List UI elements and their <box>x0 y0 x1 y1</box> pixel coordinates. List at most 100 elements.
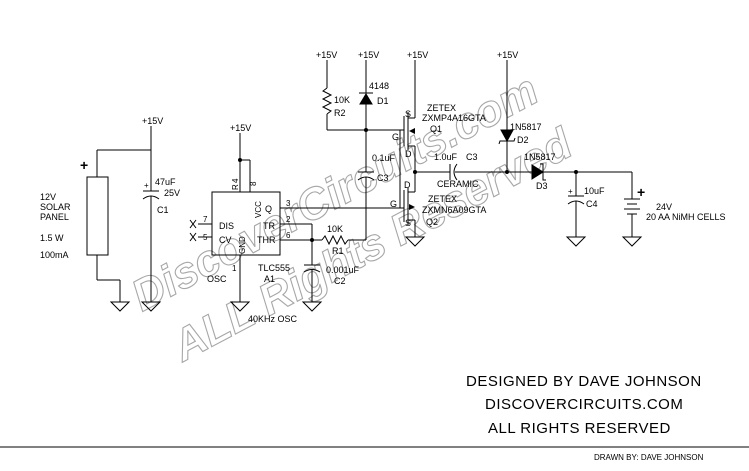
watermark: DiscoverCircuits.com ALL Rights Reserved <box>123 65 581 372</box>
ground-symbol <box>565 236 587 247</box>
pin-1-number: 1 <box>232 264 237 273</box>
q1-g-pin: G <box>392 132 399 142</box>
panel-ma: 100mA <box>40 250 69 260</box>
supply-label-d2: +15V <box>497 50 518 60</box>
pin-dis-label: DIS <box>219 221 234 231</box>
pin-thr-label: THR <box>257 235 276 245</box>
c3-ref: C3 <box>466 152 478 162</box>
c1-volt: 25V <box>164 188 180 198</box>
supply-label-q1: +15V <box>407 50 428 60</box>
r1-value: 10K <box>327 224 343 234</box>
c3-type: CERAMIC <box>437 179 479 189</box>
gate-drive-section: +15V 10K R2 +15V 4148 D1 0.1uF C3 <box>316 50 400 240</box>
pin-8-label: 8 <box>249 181 258 186</box>
pin-r-label: R <box>231 184 240 190</box>
r2-resistor <box>321 87 333 115</box>
r1-resistor <box>321 234 349 246</box>
pin-5-number: 5 <box>203 233 208 242</box>
supply-label-r2: +15V <box>316 50 337 60</box>
ground-symbol <box>621 236 643 247</box>
ground-symbol <box>301 301 323 312</box>
panel-plus: + <box>80 157 88 173</box>
ic-name: TLC555 <box>258 263 290 273</box>
d1-diode <box>359 93 373 105</box>
c1-value: 47uF <box>155 177 176 187</box>
pin-2-number: 2 <box>286 215 291 224</box>
pin-cv-label: CV <box>219 235 232 245</box>
q2-d-pin: D <box>404 180 411 190</box>
pin-vcc-label: VCC <box>254 201 263 218</box>
q1-arrow <box>409 128 415 134</box>
panel-line1: 12V <box>40 192 56 202</box>
ic-ref: A1 <box>264 274 275 284</box>
nc-mark <box>189 232 197 242</box>
footer-rights: ALL RIGHTS RESERVED <box>488 420 671 437</box>
d2-diode <box>500 129 514 143</box>
ground-symbol <box>109 301 131 312</box>
c3-left-ref: C3 <box>377 173 389 183</box>
battery-volt: 24V <box>656 202 672 212</box>
q2-ref: Q2 <box>426 217 438 227</box>
panel-watt: 1.5 W <box>40 233 64 243</box>
osc-caption: 40KHz OSC <box>248 314 298 324</box>
oscillator-section: +15V R 4 8 VCC DIS CV Q TR THR GND 7 5 3… <box>189 123 400 324</box>
c4-plus: + <box>568 187 573 196</box>
panel-line2: SOLAR <box>40 202 71 212</box>
pin-4-label: 4 <box>231 178 240 183</box>
footer-site: DISCOVERCIRCUITS.COM <box>485 396 683 413</box>
battery-plus: + <box>637 184 645 200</box>
c4-ref: C4 <box>586 199 598 209</box>
d3-diode <box>531 164 544 180</box>
c4-value: 10uF <box>584 186 605 196</box>
q1-d-pin: D <box>405 149 412 159</box>
ground-symbol <box>140 301 162 312</box>
ground-symbol <box>229 301 251 312</box>
q2-part: ZXMN6A09GTA <box>422 205 486 215</box>
c2-value: 0.001uF <box>326 265 360 275</box>
nc-mark <box>189 219 197 229</box>
footer-drawn-by: DRAWN BY: DAVE JOHNSON <box>594 453 704 462</box>
panel-line3: PANEL <box>40 212 69 222</box>
solar-panel-section: +15V + 12V SOLAR PANEL 1.5 W 100mA + 47u… <box>40 116 180 312</box>
output-section: 1.0uF C3 CERAMIC +15V 1N5817 D2 1N5817 D… <box>434 50 726 247</box>
q1-manufacturer: ZETEX <box>427 103 456 113</box>
ground-symbol <box>404 236 426 247</box>
q2-arrow <box>409 204 415 210</box>
footer-designer: DESIGNED BY DAVE JOHNSON <box>466 373 702 390</box>
q2-manufacturer: ZETEX <box>428 194 457 204</box>
pin-7-number: 7 <box>203 215 208 224</box>
c3-left-value: 0.1uF <box>372 153 396 163</box>
q2-s-pin: S <box>405 218 411 228</box>
pin-q-label: Q <box>265 204 272 214</box>
supply-label-solar: +15V <box>142 116 163 126</box>
pin-3-number: 3 <box>286 199 291 208</box>
d2-value: 1N5817 <box>510 122 542 132</box>
d3-value: 1N5817 <box>524 152 556 162</box>
supply-label-osc: +15V <box>230 123 251 133</box>
pin-tr-label: TR <box>263 221 275 231</box>
c1-ref: C1 <box>157 205 169 215</box>
pin-6-number: 6 <box>286 231 291 240</box>
d1-ref: D1 <box>377 96 389 106</box>
d2-ref: D2 <box>517 135 529 145</box>
footer: DESIGNED BY DAVE JOHNSON DISCOVERCIRCUIT… <box>0 373 749 462</box>
q1-part: ZXMP4A16GTA <box>422 113 486 123</box>
c1-plus: + <box>144 181 149 190</box>
c3-value: 1.0uF <box>434 152 458 162</box>
q2-g-pin: G <box>390 199 397 209</box>
c2-ref: C2 <box>334 276 346 286</box>
pin-gnd-label: GND <box>238 236 247 254</box>
d3-ref: D3 <box>536 181 548 191</box>
r2-ref: R2 <box>334 108 346 118</box>
d1-value: 4148 <box>369 81 389 91</box>
mosfet-section: +15V S G D ZETEX ZXMP4A16GTA Q1 D G S ZE… <box>390 50 486 247</box>
supply-label-d1: +15V <box>358 50 379 60</box>
osc-label: OSC <box>207 274 227 284</box>
solar-panel <box>86 176 109 256</box>
r1-ref: R1 <box>332 246 344 256</box>
q1-ref: Q1 <box>430 124 442 134</box>
q1-s-pin: S <box>405 109 411 119</box>
battery-desc: 20 AA NiMH CELLS <box>646 212 726 222</box>
